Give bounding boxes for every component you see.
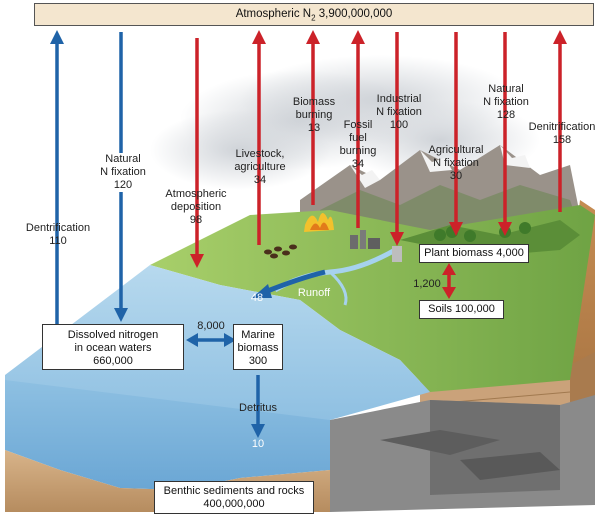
fire-icon: [304, 212, 334, 232]
label-livestock: Livestock, agriculture 34: [234, 148, 286, 186]
atmosphere-value: 3,900,000,000: [318, 8, 393, 20]
label-fossil-fuel: Fossil fuel burning 34: [339, 119, 377, 170]
livestock-icon: [264, 244, 297, 259]
label-agricultural-fixation: Agricultural N fixation 30: [428, 144, 484, 182]
label-runoff-value: 48: [250, 292, 264, 304]
atmospheric-nitrogen-pool: Atmospheric N2 3,900,000,000: [34, 3, 594, 26]
label-industrial-fixation: Industrial N fixation 100: [376, 93, 422, 131]
label-biomass-burning: Biomass burning 13: [292, 96, 336, 134]
clouds: [150, 55, 540, 190]
atmosphere-prefix: Atmospheric N: [235, 8, 312, 20]
label-denitrification-land: Denitrification 158: [528, 121, 596, 146]
pool-soils: Soils 100,000: [419, 300, 504, 319]
bedrock: [330, 395, 595, 512]
label-detritus-value: 10: [251, 438, 265, 450]
pool-dissolved-nitrogen: Dissolved nitrogen in ocean waters 660,0…: [42, 324, 184, 370]
label-ocean-exchange: 8,000: [197, 320, 225, 332]
factory-icon: [350, 230, 402, 262]
ocean-surface: [5, 265, 430, 420]
pool-marine-biomass: Marine biomass 300: [233, 324, 283, 370]
ocean-depth: [5, 380, 330, 490]
label-land-fixation: Natural N fixation 128: [483, 83, 529, 121]
arrow-runoff: [264, 269, 326, 295]
pool-plant-biomass: Plant biomass 4,000: [419, 244, 529, 263]
label-detritus: Detritus: [239, 402, 277, 414]
label-denitrification-ocean: Dentrification 110: [25, 222, 91, 247]
label-ocean-fixation: Natural N fixation 120: [95, 153, 151, 192]
label-runoff: Runoff: [297, 287, 331, 299]
label-atmospheric-deposition: Atmospheric deposition 98: [165, 188, 227, 226]
pool-benthic-sediments: Benthic sediments and rocks 400,000,000: [154, 481, 314, 514]
label-soil-exchange: 1,200: [413, 278, 441, 290]
atmosphere-subscript: 2: [311, 13, 316, 23]
